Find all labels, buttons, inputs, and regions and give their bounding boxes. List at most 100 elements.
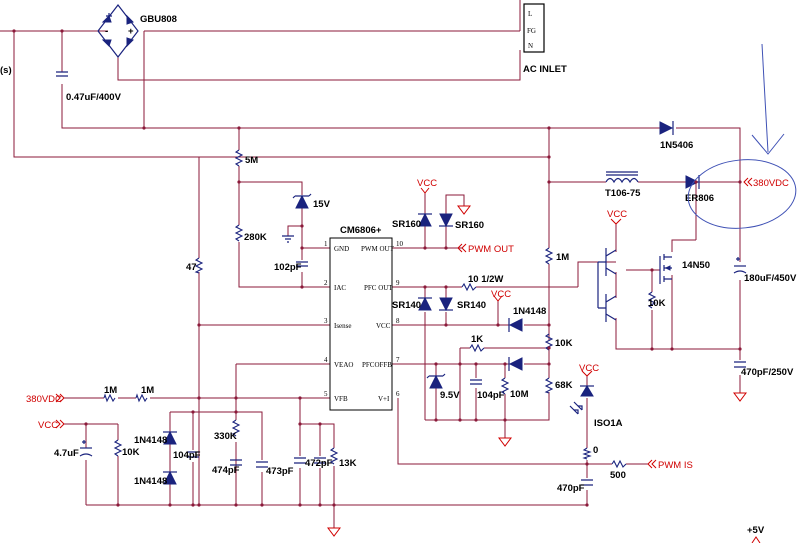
cap-470pf-250v (734, 361, 746, 368)
cap-102pf (296, 261, 308, 267)
hv-out-flag (743, 177, 753, 187)
ic-pin-name: VFB (334, 395, 348, 403)
mosfet-label: 14N50 (682, 260, 710, 271)
sr140-a-label: SR140 (392, 300, 421, 311)
ic-pin-num: 4 (324, 356, 328, 364)
resistor-10m (500, 377, 510, 395)
diode-1n5406-icon (659, 121, 674, 135)
cap-470pf (581, 479, 593, 486)
vcc-left-flag (55, 419, 65, 429)
bridge-label: GBU808 (140, 14, 177, 25)
r-1m-b-label: 1M (141, 385, 154, 396)
cap-104pf-mid (470, 379, 482, 385)
bridge-rectifier (97, 4, 139, 58)
ic-pin-name: Isense (334, 322, 352, 330)
junction-dots (12, 29, 742, 507)
d-1n4148-b-label: 1N4148 (134, 476, 167, 487)
resistor-1m-a (103, 393, 116, 403)
resistor-1k (469, 343, 485, 353)
ic-pin-name: PFC OUT (364, 284, 393, 292)
r-280k-label: 280K (244, 232, 267, 243)
sr140-b-label: SR140 (457, 300, 486, 311)
inlet-n: N (528, 42, 533, 50)
r-10k-left-label: 10K (122, 447, 140, 458)
r-0-label: 0 (593, 445, 598, 456)
ic-pin-num: 9 (396, 279, 400, 287)
zener-9v5-icon (426, 373, 446, 389)
wires (0, 0, 741, 528)
ground-arrow-icon (327, 205, 747, 537)
bridge-plus: + (128, 26, 134, 37)
sr160-a-label: SR160 (392, 219, 421, 230)
r-10k-right-label: 10K (555, 338, 573, 349)
left-edge-label: (s) (0, 65, 12, 76)
r-13k-label: 13K (339, 458, 357, 469)
r-10m-label: 10M (510, 389, 529, 400)
hand-drawn-annotation (687, 43, 797, 229)
ic-pin-num: 8 (396, 317, 400, 325)
inductor-label: T106-75 (605, 188, 641, 199)
cap-104pf-left-label: 104pF (173, 450, 201, 461)
transistor-icon (597, 248, 617, 322)
ic-pin-num: 10 (396, 240, 404, 248)
r-5m-label: 5M (245, 155, 258, 166)
vcc-label: VCC (579, 363, 599, 374)
isolator-icon (569, 385, 594, 415)
ic-pin-num: 5 (324, 390, 328, 398)
vcc-label: VCC (491, 289, 511, 300)
cap-4u7-label: 4.7uF (54, 448, 79, 459)
sr160-b-label: SR160 (455, 220, 484, 231)
schottky-sr160-icon (418, 212, 453, 228)
ic-pin-name: PFCOFFB (362, 361, 392, 369)
plus5v-label: +5V (747, 525, 765, 536)
pwm-out-label: PWM OUT (468, 244, 514, 255)
pwm-out-flag (457, 243, 467, 253)
r-1k-label: 1K (471, 334, 483, 345)
r-1m-a-label: 1M (104, 385, 117, 396)
hv-out-label: 380VDC (753, 178, 789, 189)
resistor-280k (234, 224, 244, 242)
r-1m-right-label: 1M (556, 252, 569, 263)
ic-pin-num: 1 (324, 240, 328, 248)
cap-473pf-label: 473pF (266, 466, 294, 477)
input-cap-label: 0.47uF/400V (66, 92, 122, 103)
r-330k-label: 330K (214, 431, 237, 442)
resistor-330k (231, 419, 241, 437)
pwm-is-flag (647, 459, 657, 469)
resistor-1m-right (544, 247, 554, 265)
r-500-label: 500 (610, 470, 626, 481)
resistor-1m-b (135, 393, 148, 403)
hv-in-flag (55, 393, 65, 403)
ic-pin-num: 2 (324, 279, 328, 287)
resistor-68k (544, 377, 554, 394)
resistor-13k (329, 447, 339, 465)
cap-473pf (256, 461, 268, 468)
diode-pfcoffb-icon (508, 357, 523, 371)
ic-pin-name: VEAO (334, 361, 353, 369)
cap-102pf-label: 102pF (274, 262, 302, 273)
cap-bulk-label: 180uF/450V (744, 273, 797, 284)
bridge-minus: - (105, 26, 108, 37)
cap-104pf-mid-label: 104pF (477, 390, 505, 401)
vcc-label: VCC (607, 209, 627, 220)
ic-pin-num: 6 (396, 390, 400, 398)
inductor-t106-icon (605, 171, 639, 184)
zener-9v5-label: 9.5V (440, 390, 460, 401)
ac-inlet-label: AC INLET (523, 64, 567, 75)
cap-472pf-label: 472pF (305, 458, 333, 469)
zener-15v-label: 15V (313, 199, 331, 210)
ic-pin-name: VCC (376, 322, 391, 330)
inlet-fg: FG (527, 27, 536, 35)
input-capacitor (56, 71, 68, 77)
pwm-is-label: PWM IS (658, 460, 693, 471)
cap-104pf-left (187, 451, 199, 458)
zener-15v-icon (292, 193, 312, 209)
cap-472pf (294, 457, 326, 464)
schottky-sr140-icon (418, 296, 453, 312)
ground-symbol (282, 235, 294, 243)
plus5v-arrow-icon (751, 536, 761, 543)
r-68k-label: 68K (555, 380, 573, 391)
resistor-5m (234, 149, 244, 167)
vcc-label: VCC (417, 178, 437, 189)
resistor-10k-gate (647, 291, 657, 309)
